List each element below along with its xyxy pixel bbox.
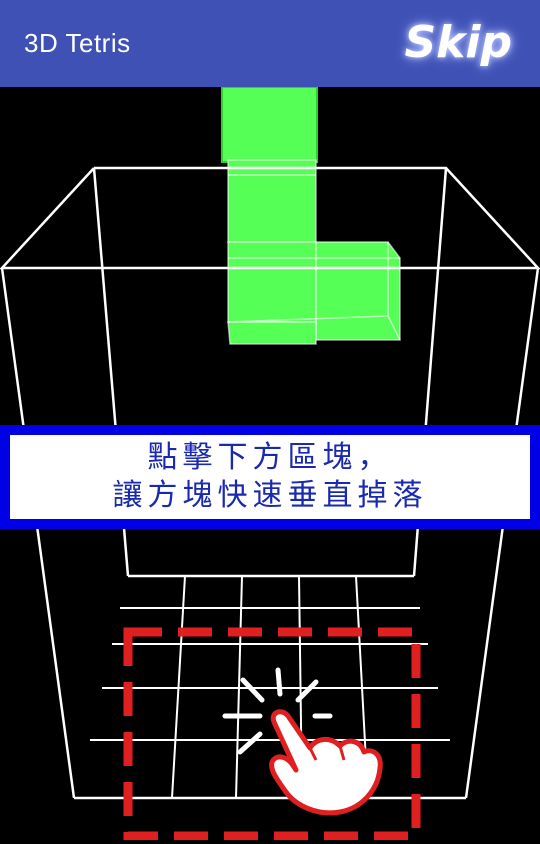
app-bar: 3D Tetris Skip	[0, 0, 540, 87]
instruction-line-2: 讓方塊快速垂直掉落	[112, 478, 428, 513]
game-board	[0, 86, 540, 841]
instruction-banner: 點擊下方區塊， 讓方塊快速垂直掉落	[0, 425, 540, 529]
instruction-line-1: 點擊下方區塊，	[147, 440, 393, 475]
instruction-box: 點擊下方區塊， 讓方塊快速垂直掉落	[10, 435, 530, 519]
app-title: 3D Tetris	[24, 28, 131, 58]
tap-zone[interactable]	[123, 627, 421, 841]
game-scene: 點擊下方區塊， 讓方塊快速垂直掉落	[0, 86, 540, 841]
falling-block	[221, 86, 401, 345]
pointing-hand-icon	[222, 667, 383, 816]
skip-button[interactable]: Skip	[404, 17, 512, 68]
